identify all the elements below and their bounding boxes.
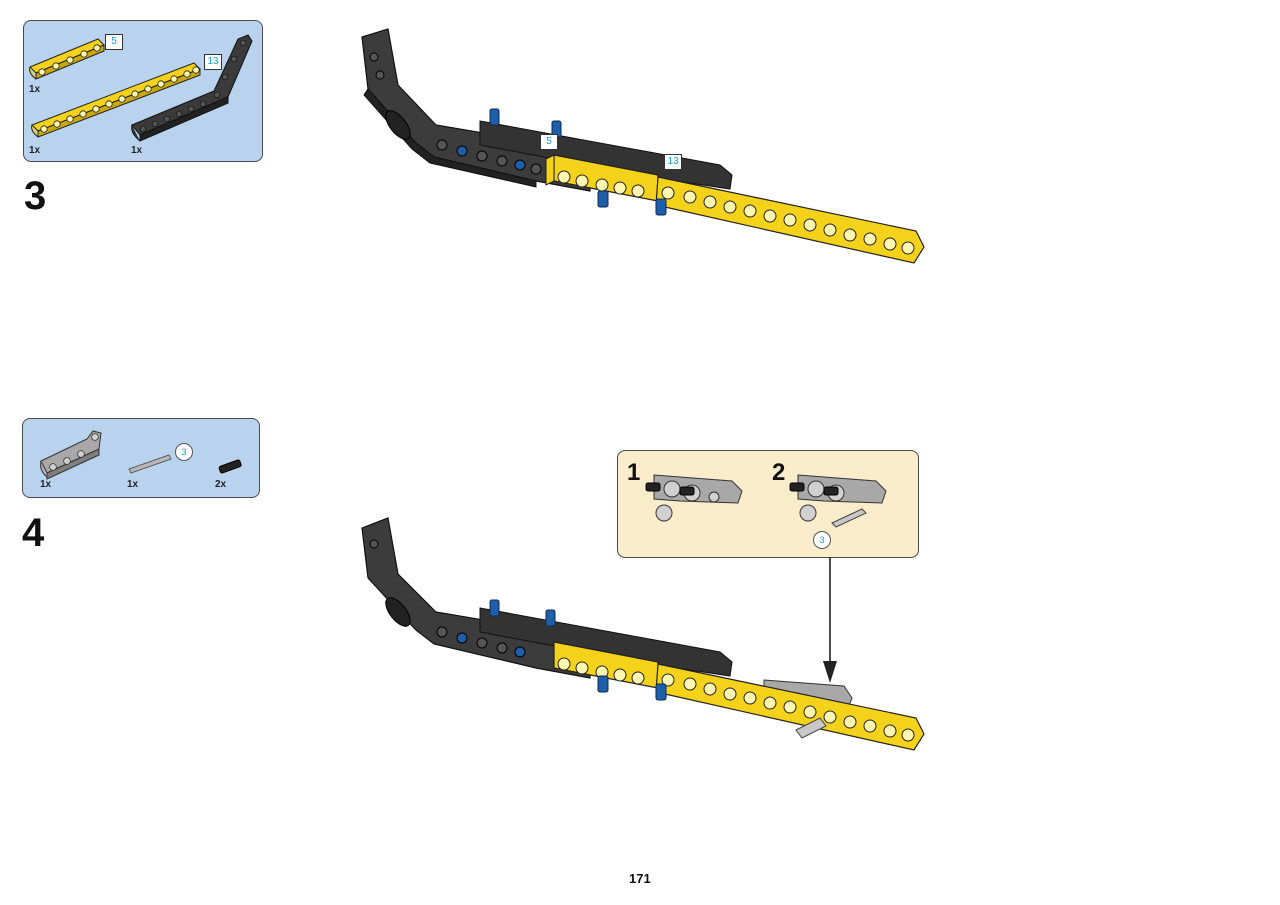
part-quantity: 2x	[215, 479, 227, 490]
step-number: 3	[24, 174, 47, 218]
dark-angled-beam-icon	[131, 34, 253, 142]
substep-number: 1	[627, 459, 641, 486]
blue-pin	[597, 190, 667, 216]
length-indicator: 3	[175, 443, 193, 461]
blue-pin	[597, 675, 667, 701]
part-quantity: 1x	[29, 145, 41, 156]
part-quantity: 1x	[131, 145, 143, 156]
part-quantity: 1x	[127, 479, 139, 490]
yellow-beam-5	[553, 641, 659, 689]
grey-axle	[795, 717, 827, 739]
blue-pin	[489, 599, 556, 627]
page-number: 171	[629, 871, 651, 886]
part-quantity: 1x	[29, 84, 41, 95]
step4-parts-box: 1x 1x 2x 3	[22, 418, 260, 498]
step3-parts-illustration	[29, 34, 253, 142]
yellow-beam-5	[545, 154, 659, 202]
grey-angled-beam	[645, 474, 743, 522]
substep-number: 2	[772, 459, 786, 486]
substep-callout: 1 2 3	[617, 450, 919, 558]
step-number: 4	[22, 511, 45, 555]
grey-angled-beam-icon	[40, 430, 102, 480]
length-indicator: 5	[540, 134, 558, 150]
yellow-beam-icon	[31, 62, 201, 138]
step3-parts-box: 1x 1x 1x 5 13	[23, 20, 263, 162]
step3-assembly-illustration	[361, 28, 925, 264]
part-quantity: 1x	[40, 479, 52, 490]
yellow-beam-icon	[29, 38, 105, 80]
black-pin-icon	[218, 459, 242, 474]
step4-parts-illustration	[40, 430, 242, 480]
length-indicator: 13	[664, 154, 682, 170]
substep-illustration	[645, 474, 887, 528]
length-indicator: 3	[813, 531, 831, 549]
blue-pin	[489, 108, 562, 138]
grey-angled-beam	[789, 474, 887, 528]
yellow-beam-13	[655, 663, 925, 751]
step4-assembly-illustration	[361, 517, 925, 751]
length-indicator: 5	[105, 34, 123, 50]
yellow-beam-13	[655, 176, 925, 264]
arrow-icon	[823, 557, 837, 683]
axle-icon	[128, 454, 172, 474]
length-indicator: 13	[204, 54, 222, 70]
